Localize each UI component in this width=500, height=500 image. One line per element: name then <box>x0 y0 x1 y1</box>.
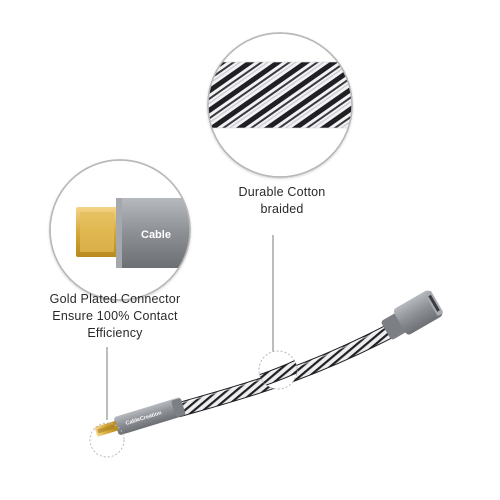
braid-label-line-1: Durable Cotton <box>238 185 326 199</box>
braid-label-line-2: braided <box>260 202 304 216</box>
connector-label-line-1: Gold Plated Connector <box>49 292 181 306</box>
braid-feature-label: Durable Cotton braided <box>212 184 352 218</box>
braid-closeup-circle <box>207 32 353 178</box>
connector-closeup-label: Cable <box>141 229 171 241</box>
connector-detail-marker <box>89 422 125 458</box>
connector-feature-label: Gold Plated Connector Ensure 100% Contac… <box>30 291 200 342</box>
connector-label-line-3: Efficiency <box>87 326 143 340</box>
connector-closeup-circle: Cable <box>49 159 191 301</box>
braid-detail-marker <box>258 350 298 390</box>
connector-label-line-2: Ensure 100% Contact <box>52 309 178 323</box>
